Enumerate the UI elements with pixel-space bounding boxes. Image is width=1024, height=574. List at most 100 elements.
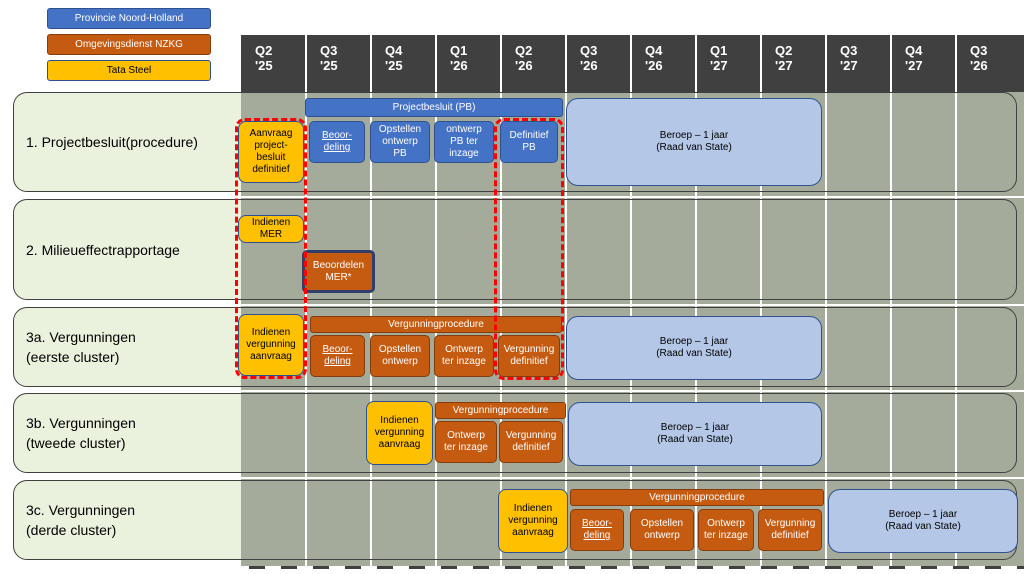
quarter-header-2: Q4 '25 [371,35,436,92]
grid-bottom-dash [729,566,745,569]
legend-tata-label: Tata Steel [106,65,152,76]
grid-bottom-dash [697,566,713,569]
row-panel-3b [13,393,1017,473]
ontwerp-ter-inzage-3c-box: Ontwerp ter inzage [698,509,754,551]
quarter-header-1: Q3 '25 [306,35,371,92]
grid-bottom-dash [537,566,553,569]
row-label-mer: 2. Milieueffectrapportage [26,241,180,258]
ontwerp-ter-inzage-3a-box: Ontwerp ter inzage [434,335,494,377]
grid-vertical-line [825,35,827,566]
vergunning-definitief-3b-box: Vergunning definitief [499,421,563,463]
grid-bottom-dash [377,566,393,569]
ontwerp-ter-inzage-3b-box: Ontwerp ter inzage [435,421,497,463]
grid-bottom-dash [249,566,265,569]
projectbesluit-bar: Projectbesluit (PB) [305,98,563,117]
grid-bottom-dash [409,566,425,569]
quarter-header-8: Q2 '27 [761,35,826,92]
grid-bottom-dash [281,566,297,569]
opstellen-ontwerp-3c-box: Opstellen ontwerp [630,509,694,551]
indienen-mer-box: Indienen MER [238,215,304,243]
legend-omgevingsdienst: Omgevingsdienst NZKG [47,34,211,55]
grid-bottom-dash [345,566,361,569]
grid-bottom-dash [889,566,905,569]
highlight-tata-start [235,118,307,379]
indienen-vergunningaanvraag-3a-box: Indienen vergunning aanvraag [238,314,304,376]
row-label-bg-1 [13,93,241,191]
quarter-header-5: Q3 '26 [566,35,631,92]
row-panel-3a [13,307,1017,387]
grid-bottom-dash [473,566,489,569]
highlight-definitief [494,118,564,380]
grid-vertical-line [955,35,957,566]
row-label-bg-3c [13,481,241,559]
quarter-header-4: Q2 '26 [501,35,566,92]
vergunning-definitief-3c-box: Vergunning definitief [758,509,822,551]
grid-bottom-dash [761,566,777,569]
ontwerp-pb-ter-inzage-box: ontwerp PB ter inzage [434,121,494,163]
quarter-header-6: Q4 '26 [631,35,696,92]
legend-omgevingsdienst-label: Omgevingsdienst NZKG [75,39,183,50]
quarter-header-11: Q3 '26 [956,35,1024,92]
grid-bottom-dash [793,566,809,569]
grid-bottom-dash [985,566,1001,569]
row-label-projectbesluit: 1. Projectbesluit(procedure) [26,134,198,150]
opstellen-ontwerp-3a-box: Opstellen ontwerp [370,335,430,377]
quarter-header-0: Q2 '25 [241,35,306,92]
quarter-header-7: Q1 '27 [696,35,761,92]
row-label-bg-3a [13,308,241,386]
opstellen-ontwerp-pb-box: Opstellen ontwerp PB [370,121,430,163]
indienen-vergunningaanvraag-3c-box: Indienen vergunning aanvraag [498,489,568,553]
beoordeling-3a-box: Beoor- deling [310,335,365,377]
legend-provincie: Provincie Noord-Holland [47,8,211,29]
grid-horizontal-line [241,304,1024,306]
beroep-3b-box: Beroep – 1 jaar (Raad van State) [568,402,822,466]
vergunningprocedure-3b-bar: Vergunningprocedure [435,402,566,419]
row-label-3a: 3a. Vergunningen (eerste cluster) [26,329,136,365]
grid-vertical-line [435,35,437,566]
grid-bottom-dash [921,566,937,569]
quarter-header-9: Q3 '27 [826,35,891,92]
row-panel-projectbesluit [13,92,1017,192]
grid-vertical-line [370,35,372,566]
grid-bottom-dash [633,566,649,569]
grid-bottom-dash [665,566,681,569]
quarter-header-3: Q1 '26 [436,35,501,92]
grid-bottom-dash [857,566,873,569]
pb-beoordeling-box: Beoor- deling [309,121,365,163]
grid-bottom-dash [505,566,521,569]
indienen-vergunningaanvraag-3b-box: Indienen vergunning aanvraag [366,401,433,465]
vergunningprocedure-3c-bar: Vergunningprocedure [570,489,824,506]
beroep-3a-box: Beroep – 1 jaar (Raad van State) [566,316,822,380]
grid-vertical-line [565,35,567,566]
row-label-bg-2 [13,200,241,299]
grid-horizontal-line [241,196,1024,198]
grid-bottom-dash [601,566,617,569]
grid-bottom-dash [825,566,841,569]
definitief-pb-box: Definitief PB [500,121,558,163]
row-label-bg-3b [13,394,241,472]
vergunningprocedure-3a-bar: Vergunningprocedure [310,316,562,333]
grid-bottom-dash [953,566,969,569]
legend-tata-steel: Tata Steel [47,60,211,81]
vergunning-definitief-3a-box: Vergunning definitief [498,335,560,377]
quarter-header-10: Q4 '27 [891,35,956,92]
grid-horizontal-line [241,390,1024,392]
grid-bottom-dash [569,566,585,569]
grid-vertical-line [500,35,502,566]
grid-bottom-dash [313,566,329,569]
aanvraag-projectbesluit-box: Aanvraag project- besluit definitief [238,121,304,183]
grid-vertical-line [695,35,697,566]
beroep-projectbesluit-box: Beroep – 1 jaar (Raad van State) [566,98,822,186]
grid-vertical-line [760,35,762,566]
beoordelen-mer-box: Beoordelen MER* [302,250,375,293]
grid-vertical-line [890,35,892,566]
row-panel-mer [13,199,1017,300]
grid-bottom-dash [1017,566,1024,569]
row-label-3b: 3b. Vergunningen (tweede cluster) [26,415,136,451]
beoordeling-3c-box: Beoor- deling [570,509,624,551]
legend-provincie-label: Provincie Noord-Holland [74,13,184,24]
row-label-3c: 3c. Vergunningen (derde cluster) [26,502,135,538]
grid-vertical-line [630,35,632,566]
grid-bottom-dash [441,566,457,569]
grid-horizontal-line [241,477,1024,479]
